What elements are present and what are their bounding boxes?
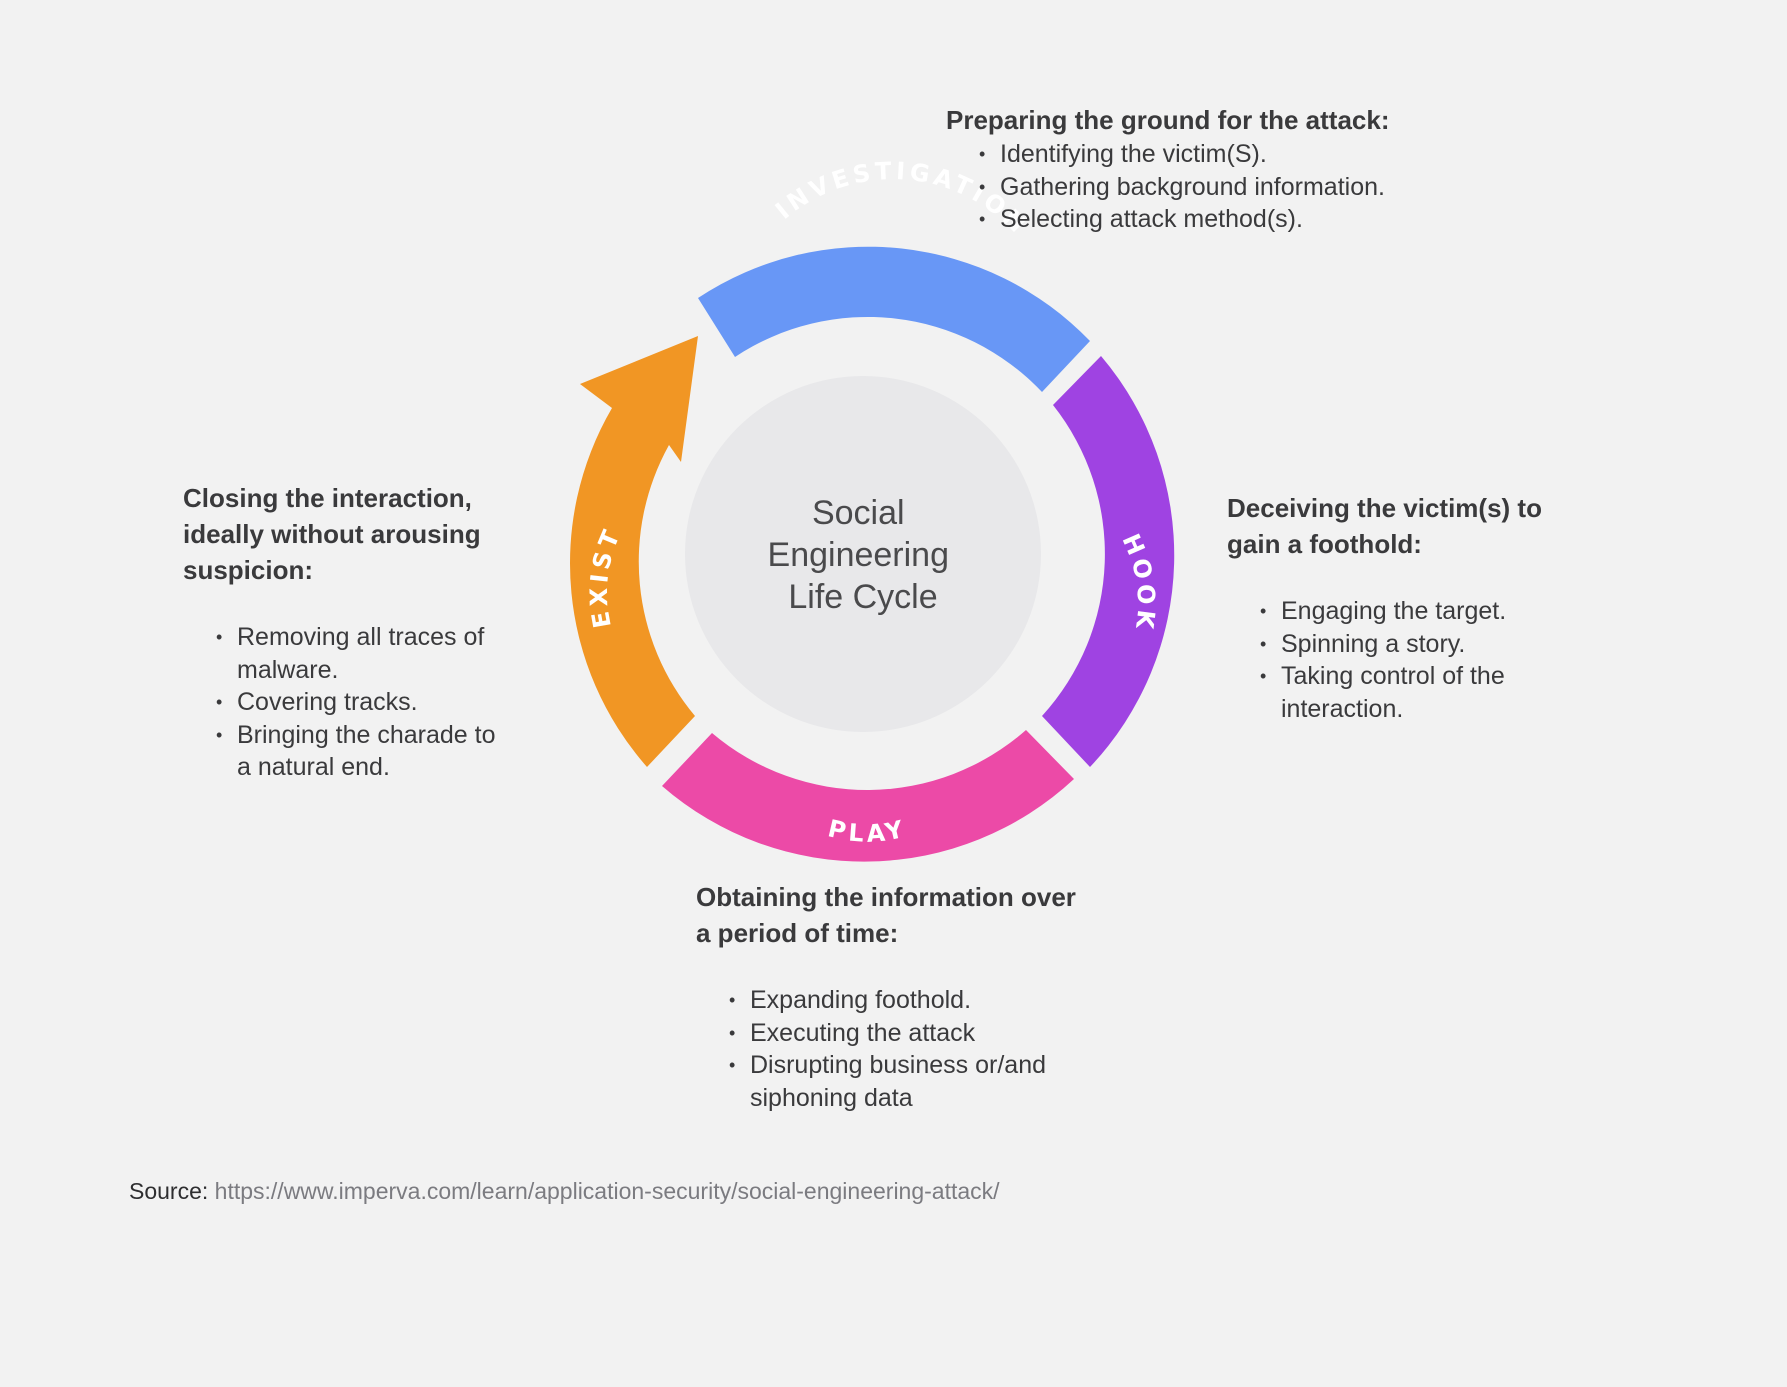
list-item: Expanding foothold. bbox=[729, 984, 1076, 1017]
list-item: Disrupting business or/and bbox=[729, 1049, 1076, 1082]
exist-heading-line: ideally without arousing bbox=[183, 519, 481, 549]
list-item: Engaging the target. bbox=[1260, 595, 1542, 628]
list-item: Bringing the charade to bbox=[216, 719, 495, 752]
hook-heading-line: gain a foothold: bbox=[1227, 529, 1422, 559]
list-item: Gathering background information. bbox=[979, 171, 1390, 204]
list-item-continuation-text: malware. bbox=[237, 655, 339, 684]
exist-heading-line: suspicion: bbox=[183, 555, 314, 585]
list-item: Covering tracks. bbox=[216, 686, 496, 719]
center-title-line-3: Life Cycle bbox=[788, 578, 937, 616]
hook-list: Engaging the target. Spinning a story. T… bbox=[1260, 595, 1542, 726]
list-item-continuation: siphoning data bbox=[750, 1082, 1076, 1115]
list-item-continuation: malware. bbox=[237, 654, 496, 687]
list-item-continuation-text: a natural end. bbox=[237, 753, 390, 781]
play-segment bbox=[662, 730, 1074, 862]
investigation-heading-line: Preparing the ground for the attack: bbox=[946, 105, 1390, 135]
list-item: Identifying the victim(S). bbox=[979, 138, 1390, 171]
play-list: Expanding foothold. Executing the attack… bbox=[729, 984, 1076, 1115]
list-item-continuation-text: siphoning data bbox=[750, 1083, 913, 1112]
list-item-continuation: a natural end. bbox=[237, 751, 496, 784]
exist-description: Closing the interaction, ideally without… bbox=[183, 480, 496, 784]
play-heading-line: a period of time: bbox=[696, 918, 899, 948]
play-heading: Obtaining the information over a period … bbox=[696, 879, 1076, 951]
play-description: Obtaining the information over a period … bbox=[696, 879, 1076, 1114]
center-title-line-1: Social bbox=[812, 494, 905, 532]
list-item: Selecting attack method(s). bbox=[979, 203, 1390, 236]
list-item: Removing all traces of bbox=[216, 621, 496, 654]
list-item-continuation-text: interaction. bbox=[1281, 694, 1404, 723]
source-label: Source: bbox=[129, 1178, 209, 1204]
source-line: Source: https://www.imperva.com/learn/ap… bbox=[129, 1176, 1000, 1206]
hook-description: Deceiving the victim(s) to gain a footho… bbox=[1227, 490, 1542, 725]
investigation-heading: Preparing the ground for the attack: bbox=[946, 102, 1390, 138]
exist-arrow-segment bbox=[569, 336, 698, 767]
list-item-continuation: interaction. bbox=[1281, 693, 1542, 726]
exist-list: Removing all traces of malware. Covering… bbox=[216, 621, 496, 784]
hook-segment bbox=[1042, 356, 1175, 767]
svg-text:Social Engineering Lif: Social Engineering Life Cycle bbox=[768, 494, 959, 616]
hook-heading-line: Deceiving the victim(s) to bbox=[1227, 493, 1542, 523]
source-url[interactable]: https://www.imperva.com/learn/applicatio… bbox=[214, 1178, 1000, 1204]
center-title-line-2: Engineering bbox=[768, 536, 949, 574]
list-item: Taking control of the bbox=[1260, 660, 1542, 693]
investigation-segment bbox=[698, 246, 1090, 392]
exist-heading-line: Closing the interaction, bbox=[183, 483, 472, 513]
play-heading-line: Obtaining the information over bbox=[696, 882, 1076, 912]
center-circle bbox=[685, 376, 1041, 732]
investigation-list: Identifying the victim(S). Gathering bac… bbox=[979, 138, 1390, 236]
exist-heading: Closing the interaction, ideally without… bbox=[183, 480, 496, 588]
play-label: PLAY bbox=[825, 814, 905, 848]
list-item: Executing the attack bbox=[729, 1017, 1076, 1050]
list-item: Spinning a story. bbox=[1260, 628, 1542, 661]
svg-text:PLAY: PLAY bbox=[825, 814, 909, 848]
hook-heading: Deceiving the victim(s) to gain a footho… bbox=[1227, 490, 1542, 562]
investigation-description: Preparing the ground for the attack: Ide… bbox=[946, 102, 1390, 236]
